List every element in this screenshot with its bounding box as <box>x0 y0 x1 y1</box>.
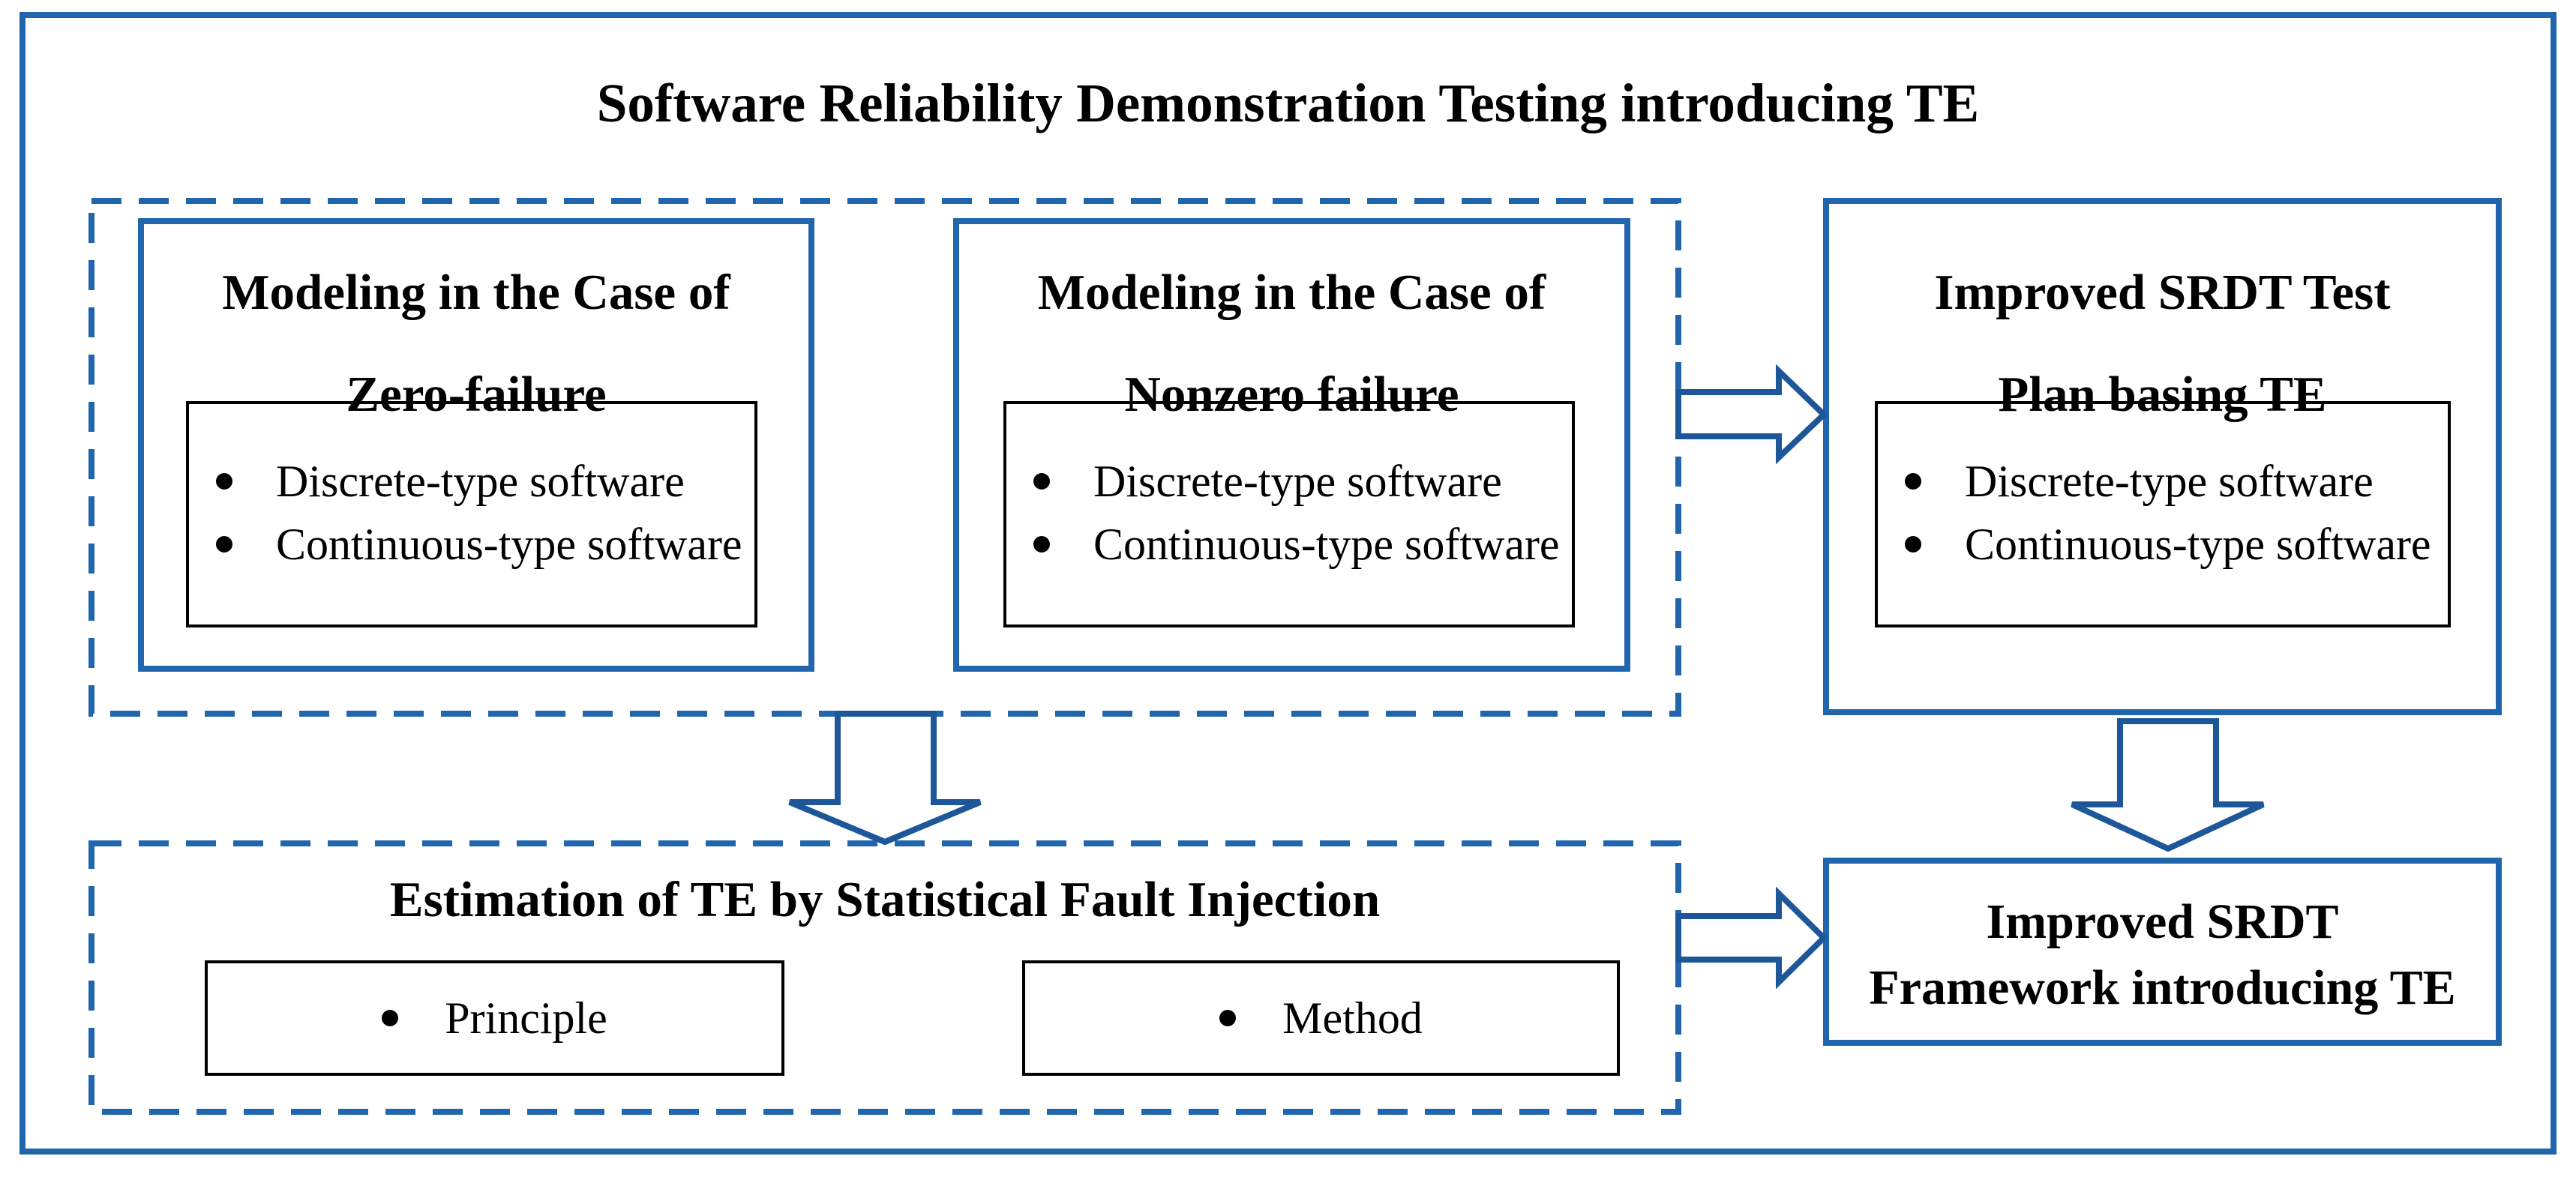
bullet-icon <box>382 1010 399 1026</box>
list-item: Continuous-type software <box>187 513 756 576</box>
list-item: Discrete-type software <box>1005 450 1573 513</box>
nonzero-failure-heading-line1: Modeling in the Case of <box>1037 265 1546 320</box>
list-item: Discrete-type software <box>1876 450 2449 513</box>
outer-frame <box>19 12 2557 1155</box>
list-item-label: Continuous-type software <box>1965 519 2431 569</box>
framework-heading: Improved SRDT Framework introducing TE <box>1826 889 2499 1021</box>
bullet-icon <box>216 473 232 490</box>
bullet-icon <box>216 536 232 553</box>
framework-heading-line1: Improved SRDT <box>1986 894 2339 949</box>
test-plan-list: Discrete-type software Continuous-type s… <box>1876 450 2449 576</box>
zero-failure-box-frame <box>138 218 814 672</box>
test-plan-heading-line2: Plan basing TE <box>1998 367 2327 422</box>
list-item: Discrete-type software <box>187 450 756 513</box>
bullet-icon <box>1905 536 1921 553</box>
nonzero-failure-heading: Modeling in the Case of Nonzero failure <box>956 241 1627 445</box>
zero-failure-heading-line2: Zero-failure <box>346 367 607 422</box>
principle-item: Principle <box>206 962 783 1074</box>
nonzero-failure-box-frame <box>953 218 1630 672</box>
bullet-icon <box>1219 1010 1237 1026</box>
zero-failure-heading-line1: Modeling in the Case of <box>222 265 730 320</box>
list-item: Continuous-type software <box>1876 513 2449 576</box>
zero-failure-list-frame <box>186 401 757 627</box>
estimation-heading: Estimation of TE by Statistical Fault In… <box>389 872 1381 927</box>
list-item-label: Discrete-type software <box>1093 456 1502 506</box>
list-item-label: Continuous-type software <box>276 519 742 569</box>
method-label: Method <box>1282 993 1423 1043</box>
principle-box-frame <box>205 960 784 1076</box>
zero-failure-heading: Modeling in the Case of Zero-failure <box>141 241 811 445</box>
list-item: Continuous-type software <box>1005 513 1573 576</box>
test-plan-box-frame <box>1823 198 2502 715</box>
bullet-icon <box>1033 473 1050 490</box>
nonzero-failure-heading-line2: Nonzero failure <box>1124 367 1459 422</box>
zero-failure-list: Discrete-type software Continuous-type s… <box>187 450 756 576</box>
arrow-right-estimation-to-framework <box>1675 886 1828 990</box>
nonzero-failure-list-frame <box>1003 401 1575 627</box>
estimation-group-frame <box>88 840 1681 1115</box>
bullet-icon <box>1905 473 1921 490</box>
test-plan-heading: Improved SRDT Test Plan basing TE <box>1826 241 2499 445</box>
list-item-label: Discrete-type software <box>1965 456 2374 506</box>
method-item: Method <box>1024 962 1618 1074</box>
nonzero-failure-list: Discrete-type software Continuous-type s… <box>1005 450 1573 576</box>
list-item-label: Continuous-type software <box>1093 519 1560 569</box>
list-item-label: Discrete-type software <box>276 456 685 506</box>
arrow-down-modeling-to-estimation <box>788 711 982 846</box>
test-plan-heading-line1: Improved SRDT Test <box>1934 265 2391 320</box>
principle-label: Principle <box>445 993 607 1043</box>
method-box-frame <box>1022 960 1620 1076</box>
test-plan-list-frame <box>1875 401 2451 627</box>
arrow-down-testplan-to-framework <box>2071 718 2265 852</box>
framework-box-frame <box>1823 858 2502 1046</box>
framework-heading-line2: Framework introducing TE <box>1869 960 2456 1015</box>
bullet-icon <box>1033 536 1050 553</box>
figure-title: Software Reliability Demonstration Testi… <box>596 73 1980 133</box>
arrow-right-modeling-to-testplan <box>1675 364 1828 465</box>
